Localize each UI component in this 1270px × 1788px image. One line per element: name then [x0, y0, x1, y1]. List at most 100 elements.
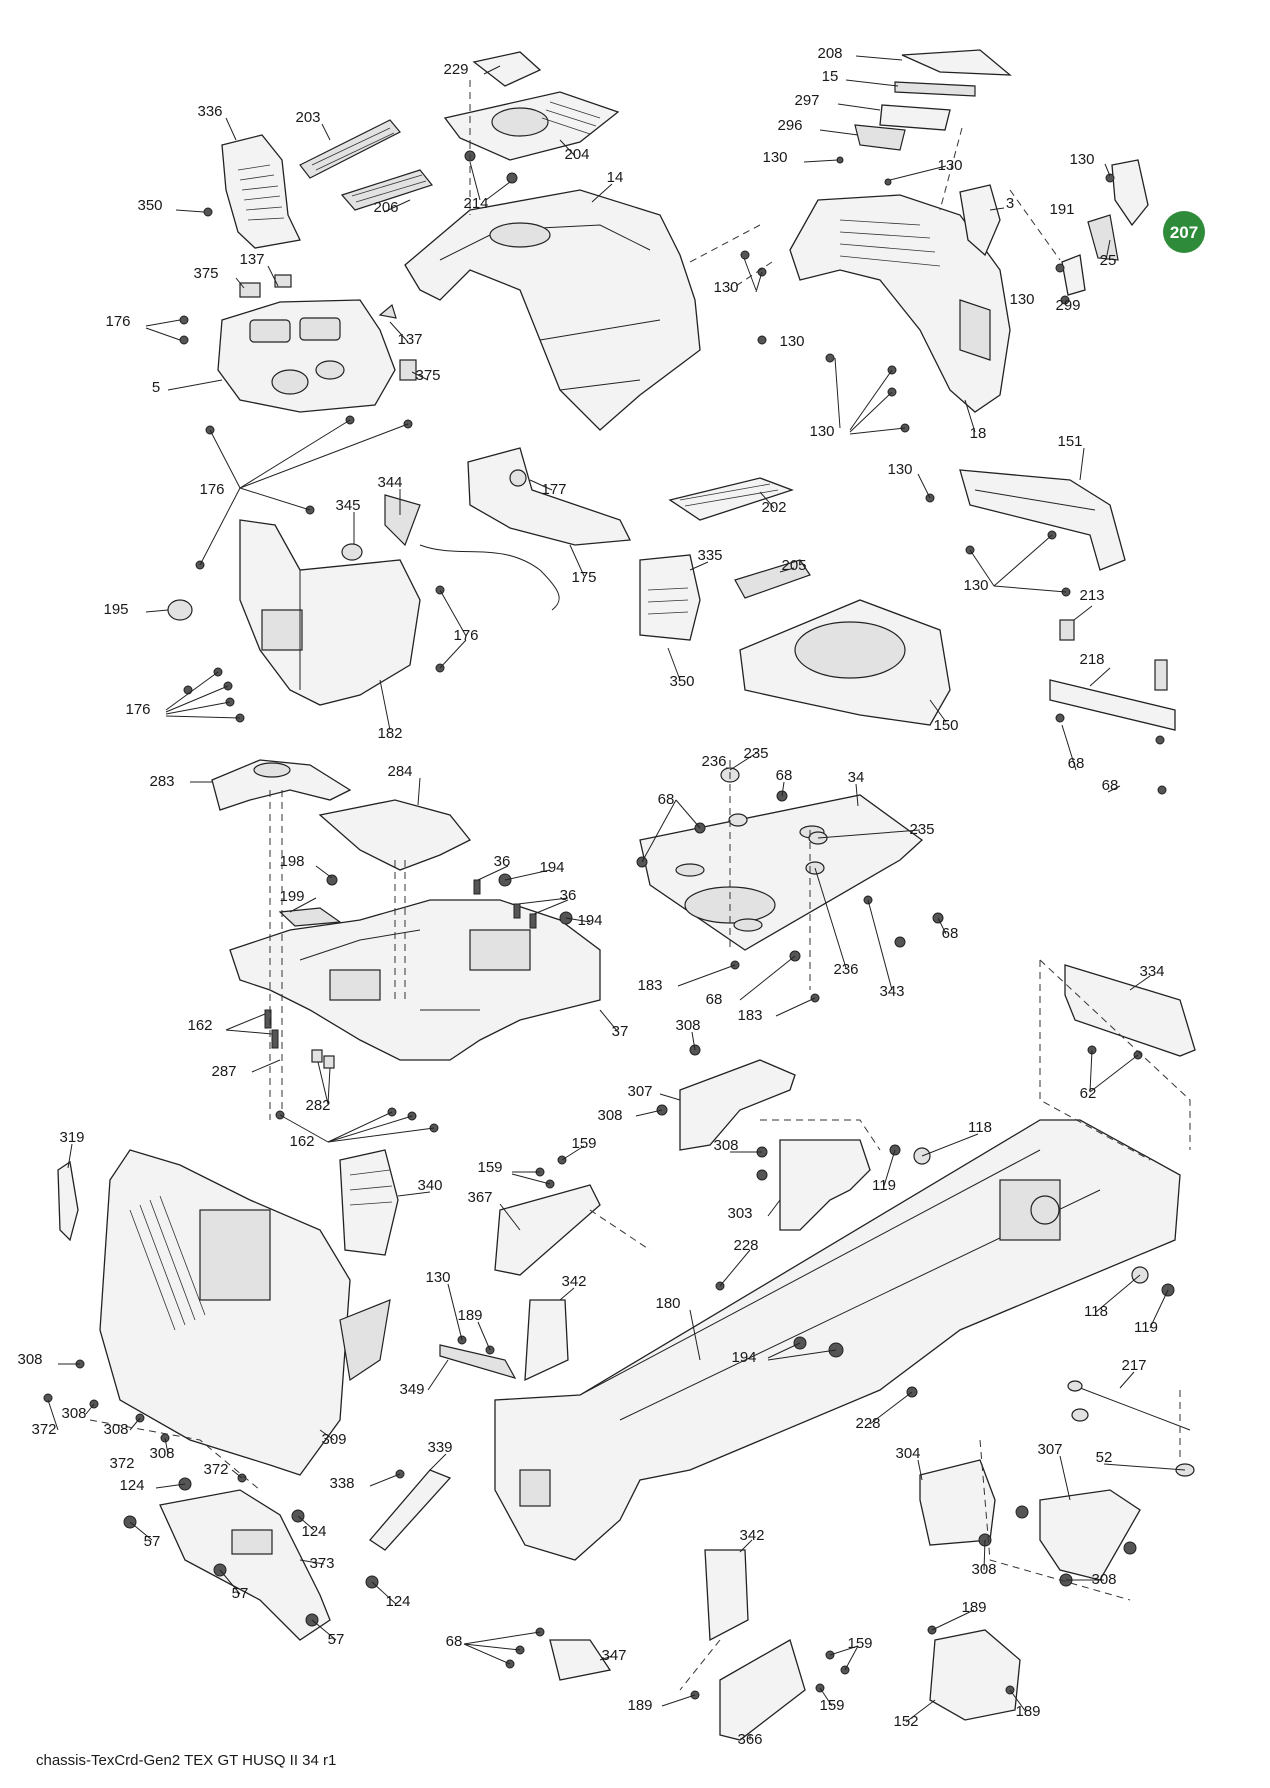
part-label-68: 68 [942, 925, 959, 942]
part-label-130: 130 [762, 149, 787, 166]
part-label-347: 347 [601, 1647, 626, 1664]
part-283-fender-cover [211, 759, 352, 811]
part-label-36: 36 [560, 887, 577, 904]
part-label-309: 309 [321, 1431, 346, 1448]
part-label-68: 68 [706, 991, 723, 1008]
part-label-336: 336 [197, 103, 222, 120]
part-345-344-cable [341, 494, 560, 611]
part-label-218: 218 [1079, 651, 1104, 668]
part-303-bracket [779, 1139, 871, 1231]
part-label-68: 68 [1068, 755, 1085, 772]
part-label-236: 236 [833, 961, 858, 978]
part-label-339: 339 [427, 1439, 452, 1456]
badge-label: 207 [1170, 223, 1198, 242]
part-label-162: 162 [187, 1017, 212, 1034]
part-3-bracket [959, 184, 1001, 257]
part-label-194: 194 [577, 912, 602, 929]
part-label-124: 124 [385, 1593, 410, 1610]
part-label-189: 189 [627, 1697, 652, 1714]
part-label-151: 151 [1057, 433, 1082, 450]
part-label-124: 124 [301, 1523, 326, 1540]
part-label-34: 34 [848, 769, 865, 786]
part-342-brackets [524, 1299, 749, 1642]
part-label-177: 177 [541, 481, 566, 498]
part-label-299: 299 [1055, 297, 1080, 314]
part-label-235: 235 [743, 745, 768, 762]
part-label-57: 57 [144, 1533, 161, 1550]
part-label-287: 287 [211, 1063, 236, 1080]
part-label-180: 180 [655, 1295, 680, 1312]
part-label-118: 118 [1084, 1303, 1108, 1320]
part-347-bracket [549, 1639, 612, 1681]
part-label-308: 308 [103, 1421, 128, 1438]
part-label-130: 130 [809, 423, 834, 440]
callout-badge-207[interactable]: 207 [1163, 211, 1205, 253]
part-label-62: 62 [1080, 1085, 1097, 1102]
part-label-159: 159 [571, 1135, 596, 1152]
part-label-124: 124 [119, 1477, 144, 1494]
part-203-vent [299, 119, 401, 179]
part-label-372: 372 [109, 1455, 134, 1472]
part-label-308: 308 [17, 1351, 42, 1368]
part-339-pedal [369, 1469, 452, 1551]
part-label-343: 343 [879, 983, 904, 1000]
part-180-frame [494, 1119, 1181, 1561]
part-334-bracket [1064, 964, 1196, 1057]
part-208-15-297-trim [854, 49, 1012, 151]
part-label-130: 130 [1069, 151, 1094, 168]
part-label-118: 118 [968, 1119, 992, 1136]
part-label-189: 189 [1015, 1703, 1040, 1720]
part-282-287-fasteners [264, 1009, 335, 1069]
part-335-205-vents [639, 554, 811, 641]
part-label-319: 319 [59, 1129, 84, 1146]
part-label-335: 335 [697, 547, 722, 564]
part-label-307: 307 [1037, 1441, 1062, 1458]
part-label-14: 14 [607, 169, 624, 186]
part-label-36: 36 [494, 853, 511, 870]
part-label-182: 182 [377, 725, 402, 742]
part-label-308: 308 [971, 1561, 996, 1578]
part-label-3: 3 [1006, 195, 1014, 212]
part-label-308: 308 [149, 1445, 174, 1462]
part-label-204: 204 [564, 146, 589, 163]
leader-lines [47, 55, 1186, 1740]
part-label-235: 235 [909, 821, 934, 838]
part-label-203: 203 [295, 109, 320, 126]
part-label-342: 342 [739, 1527, 764, 1544]
part-label-176: 176 [453, 627, 478, 644]
part-191-25-299-headlight [1061, 159, 1149, 296]
part-150-deck-shroud [739, 599, 951, 726]
part-5-dash-panel [217, 299, 396, 413]
part-202-grille-insert [668, 477, 794, 521]
part-label-68: 68 [776, 767, 793, 784]
part-label-297: 297 [794, 92, 819, 109]
part-309-panel [99, 1149, 391, 1476]
part-label-198: 198 [279, 853, 304, 870]
part-217-rod [1067, 1380, 1195, 1477]
part-label-130: 130 [963, 577, 988, 594]
part-204-hood-top [443, 91, 620, 161]
part-label-130: 130 [887, 461, 912, 478]
part-label-68: 68 [1102, 777, 1119, 794]
part-label-303: 303 [727, 1205, 752, 1222]
part-label-119: 119 [872, 1177, 896, 1194]
part-label-350: 350 [669, 673, 694, 690]
part-label-176: 176 [125, 701, 150, 718]
part-label-5: 5 [152, 379, 160, 396]
part-label-68: 68 [658, 791, 675, 808]
part-label-150: 150 [933, 717, 958, 734]
part-label-202: 202 [761, 499, 786, 516]
part-label-307: 307 [627, 1083, 652, 1100]
part-label-214: 214 [463, 195, 488, 212]
part-label-175: 175 [571, 569, 596, 586]
part-label-350: 350 [137, 197, 162, 214]
part-label-176: 176 [105, 313, 130, 330]
assembly-dashed-lines [89, 80, 1191, 1691]
part-label-57: 57 [232, 1585, 249, 1602]
part-label-308: 308 [61, 1405, 86, 1422]
part-label-208: 208 [817, 45, 842, 62]
part-label-206: 206 [373, 199, 398, 216]
part-label-308: 308 [597, 1107, 622, 1124]
part-label-159: 159 [847, 1635, 872, 1652]
